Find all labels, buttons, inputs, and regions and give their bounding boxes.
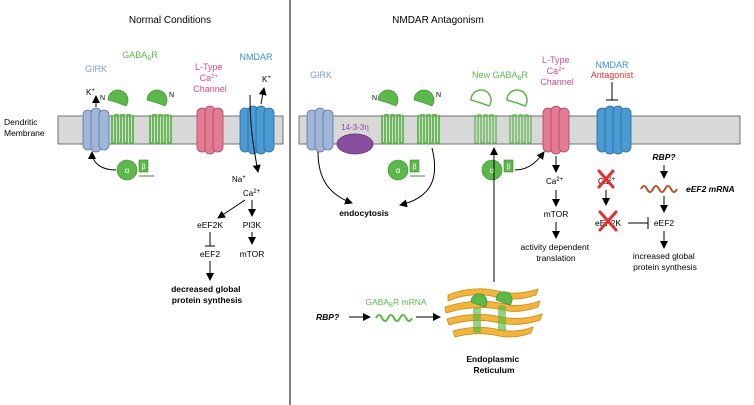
svg-text:β: β <box>506 164 510 171</box>
red-x-eef2k <box>598 210 618 232</box>
new-gabab-label: New GABABR <box>472 70 529 82</box>
left-panel-title: Normal Conditions <box>129 15 211 26</box>
endocytosis-label: endocytosis <box>339 208 389 218</box>
protein-14-3-3-label: 14-3-3η <box>341 123 369 132</box>
ltype-channel-left <box>196 105 224 155</box>
svg-text:β: β <box>412 164 416 171</box>
gabab-mrna-squiggle <box>375 314 413 322</box>
svg-text:N: N <box>436 92 441 99</box>
endoplasmic-reticulum <box>444 288 543 338</box>
ca-right: Ca2+ <box>546 177 564 186</box>
gabab-venus-flytrap-right <box>377 89 435 107</box>
nmdar-channel-left <box>239 105 275 155</box>
ltype-label-right: L-Type Ca2+ Channel <box>540 55 574 87</box>
svg-text:α: α <box>125 166 130 175</box>
n-label-left-1: N <box>100 95 105 102</box>
g-protein-beta-new <box>503 159 514 173</box>
girk-label-left: GIRK <box>85 64 107 74</box>
gabab-receptor-right <box>381 114 440 144</box>
eef2-left: eEF2 <box>200 249 221 259</box>
girk-channel-right <box>306 107 334 153</box>
girk-channel-left <box>82 107 110 153</box>
pi3k-left: PI3K <box>243 220 262 230</box>
nmdar-label-left: NMDAR <box>240 52 273 62</box>
new-gabab-receptor <box>474 114 532 144</box>
er-gabab-receptor <box>470 291 513 308</box>
g-protein-beta-right <box>409 159 420 173</box>
g-protein-alpha-left <box>116 159 138 181</box>
eef2-mrna-squiggle <box>640 185 678 193</box>
er-label: Endoplasmic Reticulum <box>466 354 521 375</box>
red-x-ca <box>597 169 615 189</box>
svg-text:α: α <box>396 166 401 175</box>
mtor-right: mTOR <box>544 209 569 219</box>
gabab-mrna-label: GABABR mRNA <box>365 297 426 309</box>
er-gabab-tm <box>473 305 506 333</box>
svg-text:α: α <box>490 166 495 175</box>
na-ion: Na+ <box>232 175 246 184</box>
ltype-label-left: L-Type Ca2+ Channel <box>193 62 227 94</box>
svg-text:N: N <box>372 95 377 102</box>
gabab-receptor-left <box>111 114 172 144</box>
eef2k-left: eEF2K <box>197 220 223 230</box>
ca-left: Ca2+ <box>243 189 261 198</box>
girk-label-right: GIRK <box>310 70 332 80</box>
increased-synthesis: increased global protein synthesis <box>633 251 697 272</box>
antagonist-label: Antagonist <box>591 70 634 80</box>
g-protein-alpha-right <box>387 159 409 181</box>
g-protein-beta-left <box>138 159 149 173</box>
n-label-left-2: N <box>169 92 174 99</box>
k-ion-nmdar: K+ <box>262 75 271 84</box>
mtor-left: mTOR <box>240 249 265 259</box>
membrane-label: Dendritic Membrane <box>4 117 45 138</box>
right-panel-title: NMDAR Antagonism <box>392 15 484 26</box>
gabab-label-left: GABABR <box>122 50 158 62</box>
decreased-synthesis: decreased global protein synthesis <box>171 284 243 305</box>
k-ion-girk: K+ <box>86 88 95 97</box>
ltype-channel-right <box>542 105 570 155</box>
rbp-top: RBP? <box>652 152 676 162</box>
activity-dependent-translation: activity dependent translation <box>521 242 592 263</box>
g-protein-alpha-new <box>481 159 503 181</box>
new-gabab-venus-flytrap <box>470 89 528 107</box>
svg-text:β: β <box>141 164 145 171</box>
eef2-mrna-label: eEF2 mRNA <box>686 184 735 194</box>
rbp-bottom: RBP? <box>316 312 340 322</box>
nmdar-channel-right <box>596 105 632 155</box>
nmdar-label-right: NMDAR <box>596 60 629 70</box>
protein-14-3-3 <box>336 133 374 155</box>
eef2-right: eEF2 <box>654 218 675 228</box>
gabab-venus-flytrap-left <box>107 89 168 107</box>
